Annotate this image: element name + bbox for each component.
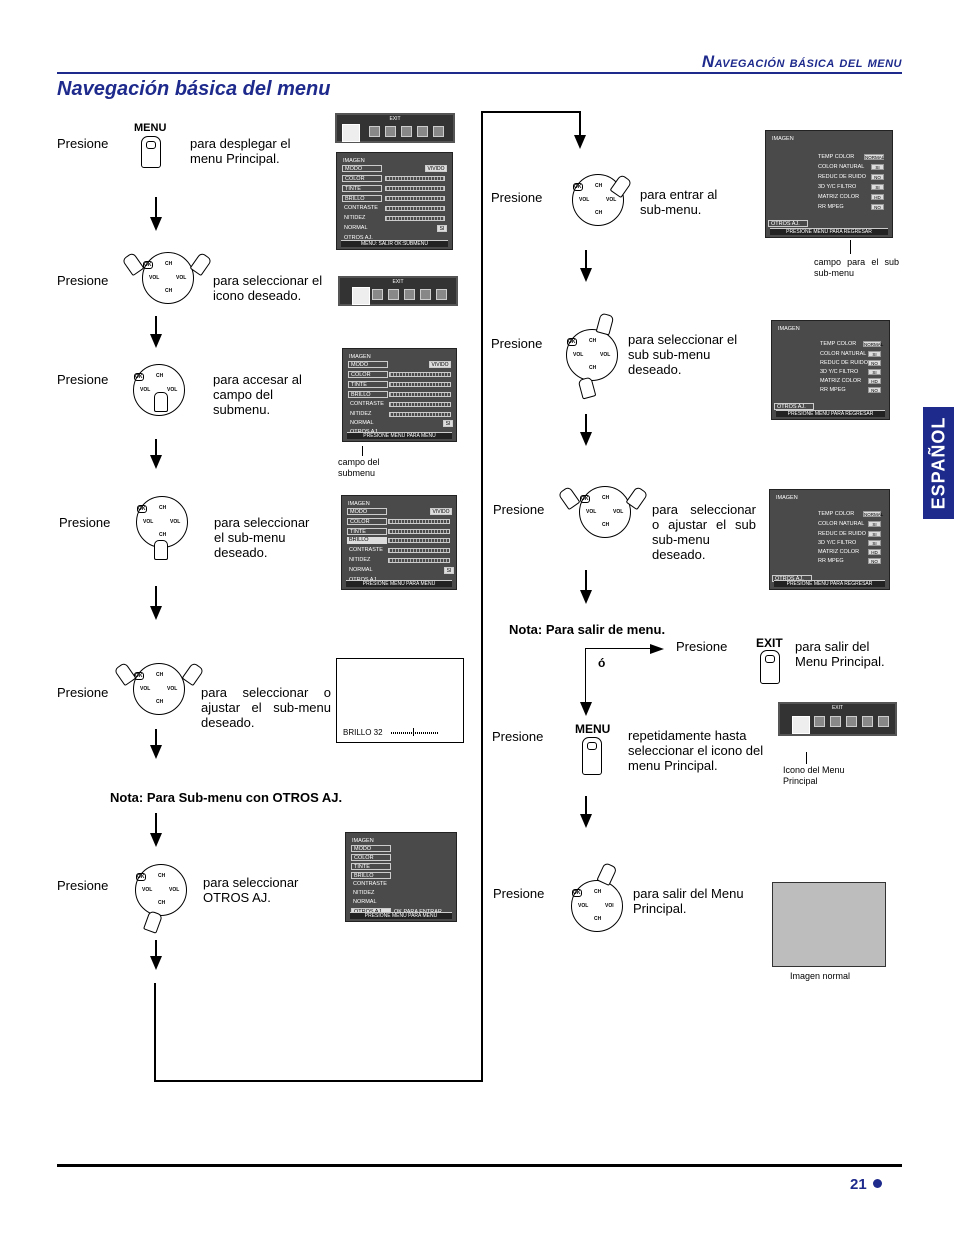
down-arrow xyxy=(150,940,162,970)
main-menu-bar: EXIT xyxy=(338,276,458,306)
hand-left-icon xyxy=(121,251,145,277)
caption: Icono del Menu Principal xyxy=(783,765,845,786)
language-tab: ESPAÑOL xyxy=(923,407,954,519)
step-text: para seleccionar el icono deseado. xyxy=(213,273,323,303)
press-label: Presione xyxy=(492,729,544,744)
step-text: para accesar al campo del submenu. xyxy=(213,372,302,417)
press-label: Presione xyxy=(59,515,111,530)
note-exit: Nota: Para salir de menu. xyxy=(509,622,666,637)
menu-button-icon xyxy=(141,136,161,168)
pointer-line xyxy=(806,752,807,764)
page-title: Navegación básica del menu xyxy=(57,78,331,100)
down-arrow xyxy=(150,197,162,231)
press-label: Presione xyxy=(57,878,109,893)
step-text: para desplegar el menu Principal. xyxy=(190,136,291,166)
caption: campo para el sub sub-menu xyxy=(814,257,899,278)
press-label: Presione xyxy=(57,136,109,151)
step-text: para seleccionar el sub sub-menu deseado… xyxy=(628,332,738,377)
connector-line xyxy=(481,111,483,1082)
pointer-line xyxy=(850,240,851,254)
press-label: Presione xyxy=(57,372,109,387)
down-arrow xyxy=(150,813,162,847)
note-otros: Nota: Para Sub-menu con OTROS AJ. xyxy=(110,790,343,805)
step-text: para salir del Menu Principal. xyxy=(795,639,885,669)
exit-key-label: EXIT xyxy=(756,636,783,650)
press-label: Presione xyxy=(676,639,728,654)
right-arrow-head xyxy=(650,644,664,654)
menu-key-label: MENU xyxy=(134,122,167,134)
hand-right-icon xyxy=(181,661,205,687)
page-number: 21 xyxy=(850,1176,882,1193)
connector-line xyxy=(585,648,651,649)
press-label: Presione xyxy=(493,886,545,901)
main-menu-bar: EXIT xyxy=(335,113,455,143)
exit-button-icon xyxy=(760,650,780,684)
down-arrow xyxy=(580,414,592,446)
press-label: Presione xyxy=(491,190,543,205)
hand-icon xyxy=(143,910,163,934)
down-arrow xyxy=(150,316,162,348)
down-arrow xyxy=(580,250,592,282)
or-label: ó xyxy=(598,656,606,670)
osd-imagen-menu: IMAGEN MODO COLOR TINTE BRILLO CONTRASTE… xyxy=(345,832,457,922)
step-text: para seleccionar o ajustar el sub-menu d… xyxy=(201,685,331,730)
osd-brillo-adjust: BRILLO 32 xyxy=(336,658,464,743)
normal-picture-screen xyxy=(772,882,886,967)
footer-rule xyxy=(57,1164,902,1167)
press-label: Presione xyxy=(57,273,109,288)
connector-line xyxy=(585,648,586,704)
step-text: para seleccionar o ajustar el sub sub-me… xyxy=(652,502,756,562)
connector-line xyxy=(154,1080,483,1082)
down-arrow xyxy=(150,586,162,620)
hand-left-icon xyxy=(557,485,581,511)
down-arrow xyxy=(580,570,592,604)
step-text: para salir del Menu Principal. xyxy=(633,886,744,916)
connector-line xyxy=(481,111,581,113)
down-arrow xyxy=(150,729,162,759)
header-rule xyxy=(57,72,902,74)
caption: Imagen normal xyxy=(790,971,851,981)
down-arrow xyxy=(574,111,586,149)
main-menu-bar: EXIT xyxy=(778,702,897,736)
menu-button-icon xyxy=(582,737,602,775)
menu-key-label: MENU xyxy=(575,722,611,736)
pointer-line xyxy=(362,446,363,456)
step-text: para entrar al sub-menu. xyxy=(640,187,718,217)
hand-icon xyxy=(154,540,168,560)
section-header: Navegación básica del menu xyxy=(701,52,902,71)
press-label: Presione xyxy=(57,685,109,700)
hand-icon xyxy=(154,392,168,412)
step-text: repetidamente hasta seleccionar el icono… xyxy=(628,728,764,773)
press-label: Presione xyxy=(493,502,545,517)
down-arrow xyxy=(580,796,592,828)
down-arrow-head xyxy=(580,702,592,716)
down-arrow xyxy=(150,439,162,469)
step-text: para seleccionar el sub-menu deseado. xyxy=(214,515,310,560)
selected-icon xyxy=(342,124,360,142)
press-label: Presione xyxy=(491,336,543,351)
hand-up-icon xyxy=(595,312,615,336)
step-text: para seleccionar OTROS AJ. xyxy=(203,875,299,905)
connector-line xyxy=(154,983,156,1082)
caption: campo del submenu xyxy=(338,457,380,478)
